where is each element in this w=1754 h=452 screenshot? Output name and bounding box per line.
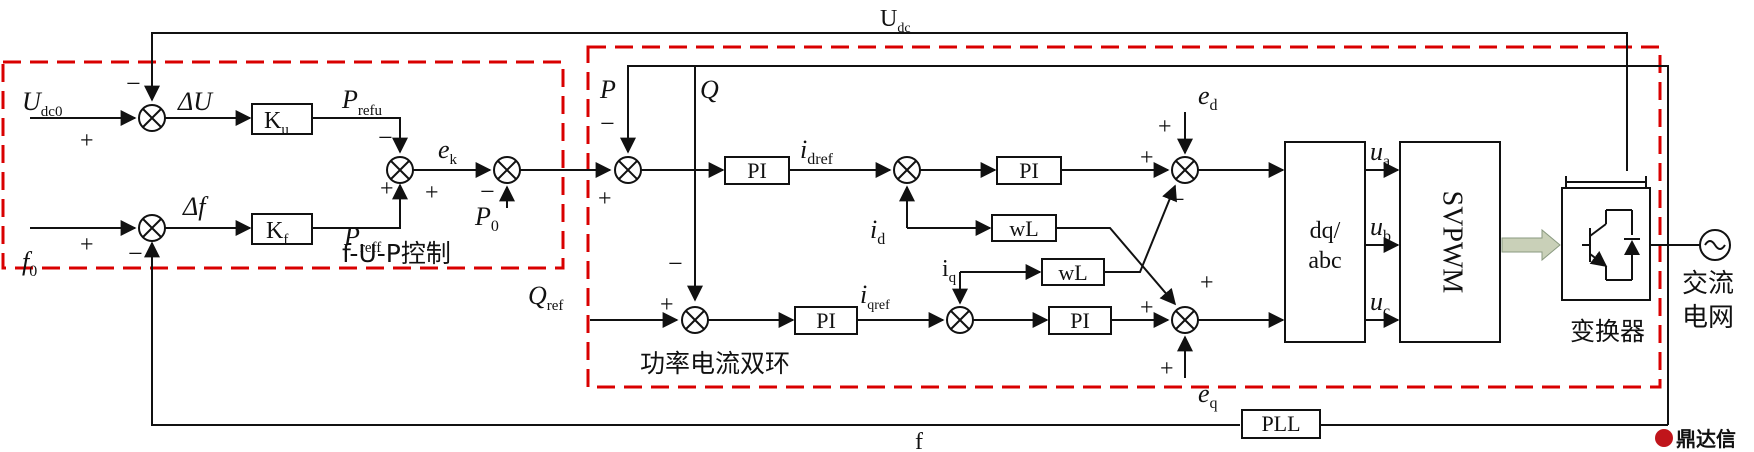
f-label: f bbox=[915, 429, 923, 452]
kf-block bbox=[251, 213, 313, 245]
idref-label: idref bbox=[800, 135, 834, 168]
pi-block-p bbox=[724, 156, 790, 185]
summing-junction-ud-cross bbox=[1175, 160, 1195, 180]
summing-junction-f-cross bbox=[142, 218, 162, 238]
iq-label: iq bbox=[942, 256, 957, 286]
grid-caption-line2: 电网 bbox=[1682, 303, 1734, 333]
prefu-label: Prefu bbox=[341, 85, 383, 119]
pi-label-p: PI bbox=[747, 158, 767, 183]
p-label: P bbox=[599, 75, 616, 104]
minus-sign-wl-q: − bbox=[1170, 185, 1185, 214]
eq-label: eq bbox=[1198, 379, 1218, 412]
wl-d-to-q-coupling bbox=[1056, 227, 1177, 306]
svpwm-label: SVPWM bbox=[1437, 191, 1468, 294]
plus-sign-f0: + bbox=[80, 232, 94, 258]
converter-block bbox=[1561, 187, 1651, 301]
delta-f-label: Δf bbox=[182, 192, 209, 221]
plus-sign-udc0: + bbox=[80, 128, 94, 154]
prefu-line bbox=[312, 117, 408, 154]
summing-junction-id-cross bbox=[897, 160, 917, 180]
summing-junction-p-loop-cross bbox=[618, 160, 638, 180]
fup-control-region bbox=[1, 60, 565, 270]
wl-block-q bbox=[1041, 258, 1105, 286]
minus-sign-prefu: − bbox=[378, 123, 393, 152]
grid-caption-line1: 交流 bbox=[1682, 269, 1734, 299]
ek-label: ek bbox=[438, 135, 458, 168]
sine-wave-icon bbox=[1704, 240, 1726, 250]
converter-caption: 变换器 bbox=[1570, 317, 1645, 346]
summing-junction-uq-cross bbox=[1175, 310, 1195, 330]
preff-label: Preff bbox=[343, 222, 381, 256]
plus-sign-pi-q: + bbox=[1140, 295, 1154, 321]
pll-label: PLL bbox=[1261, 411, 1300, 436]
power-current-loop-region bbox=[586, 45, 1662, 389]
dq-label-line1: dq/ bbox=[1310, 218, 1341, 244]
q-label: Q bbox=[700, 75, 719, 104]
f-feedback-line bbox=[144, 241, 1240, 426]
ku-label: Ku bbox=[264, 108, 289, 138]
iqref-label: iqref bbox=[860, 280, 890, 313]
pi-block-q bbox=[794, 306, 858, 335]
f0-label: f0 bbox=[22, 247, 37, 280]
plus-sign-ek: + bbox=[425, 180, 439, 206]
wl-label-q: wL bbox=[1058, 260, 1087, 285]
kf-label: Kf bbox=[266, 218, 288, 248]
minus-sign-f: − bbox=[128, 239, 143, 268]
ku-block bbox=[251, 103, 313, 135]
minus-sign-udc: − bbox=[126, 69, 141, 98]
uc-label: uc bbox=[1370, 287, 1390, 320]
preff-line bbox=[312, 183, 408, 229]
watermark-text: 鼎达信 bbox=[1676, 427, 1736, 451]
udc-label: Udc bbox=[880, 6, 911, 36]
watermark-logo: 鼎达信 bbox=[1655, 427, 1736, 451]
udc-feedback-line bbox=[144, 32, 1628, 171]
minus-sign-q: − bbox=[668, 249, 683, 278]
p-feedback-line bbox=[620, 65, 1669, 233]
wl-label-d: wL bbox=[1009, 216, 1038, 241]
wl-q-to-d-coupling bbox=[1104, 184, 1177, 273]
pi-label-q: PI bbox=[816, 308, 836, 333]
delta-u-label: ΔU bbox=[177, 87, 214, 116]
pi-block-id bbox=[996, 156, 1062, 185]
id-label: id bbox=[870, 215, 885, 248]
diode-icon bbox=[1606, 209, 1640, 281]
udc0-label: Udc0 bbox=[22, 87, 62, 120]
pll-block bbox=[1241, 409, 1321, 439]
qref-label: Qref bbox=[528, 281, 563, 314]
pi-label-id: PI bbox=[1019, 158, 1039, 183]
plus-sign-eq: + bbox=[1160, 356, 1174, 382]
ua-label: ua bbox=[1370, 137, 1390, 170]
pwm-gate-arrow bbox=[1501, 228, 1561, 262]
dq-label-line2: abc bbox=[1308, 248, 1341, 274]
p0-label: P0 bbox=[474, 202, 499, 235]
dq-abc-block bbox=[1284, 141, 1366, 343]
ed-label: ed bbox=[1198, 81, 1218, 114]
summing-junction-iq-cross bbox=[950, 310, 970, 330]
summing-junction-q-cross bbox=[685, 310, 705, 330]
plus-sign-preff: + bbox=[380, 176, 394, 202]
summing-junction-p0-cross bbox=[497, 160, 517, 180]
plus-sign-ed: + bbox=[1158, 114, 1172, 140]
power-current-loop-caption: 功率电流双环 bbox=[640, 349, 790, 378]
plus-sign-pi-d: + bbox=[1140, 145, 1154, 171]
plus-sign-qref: + bbox=[660, 292, 674, 318]
summing-junction-p-cross bbox=[390, 160, 410, 180]
plus-sign-pref: + bbox=[598, 186, 612, 212]
ub-label: ub bbox=[1370, 212, 1391, 245]
svpwm-block bbox=[1399, 141, 1501, 343]
summing-junction-u-cross bbox=[142, 108, 162, 128]
wl-block-d bbox=[991, 214, 1057, 242]
minus-sign-p0: − bbox=[480, 177, 495, 206]
igbt-icon bbox=[1582, 210, 1608, 280]
minus-sign-p: − bbox=[600, 109, 615, 138]
pi-label-iq: PI bbox=[1070, 308, 1090, 333]
plus-sign-wl-d: + bbox=[1200, 270, 1214, 296]
fup-control-caption: f-U-P控制 bbox=[342, 239, 451, 268]
